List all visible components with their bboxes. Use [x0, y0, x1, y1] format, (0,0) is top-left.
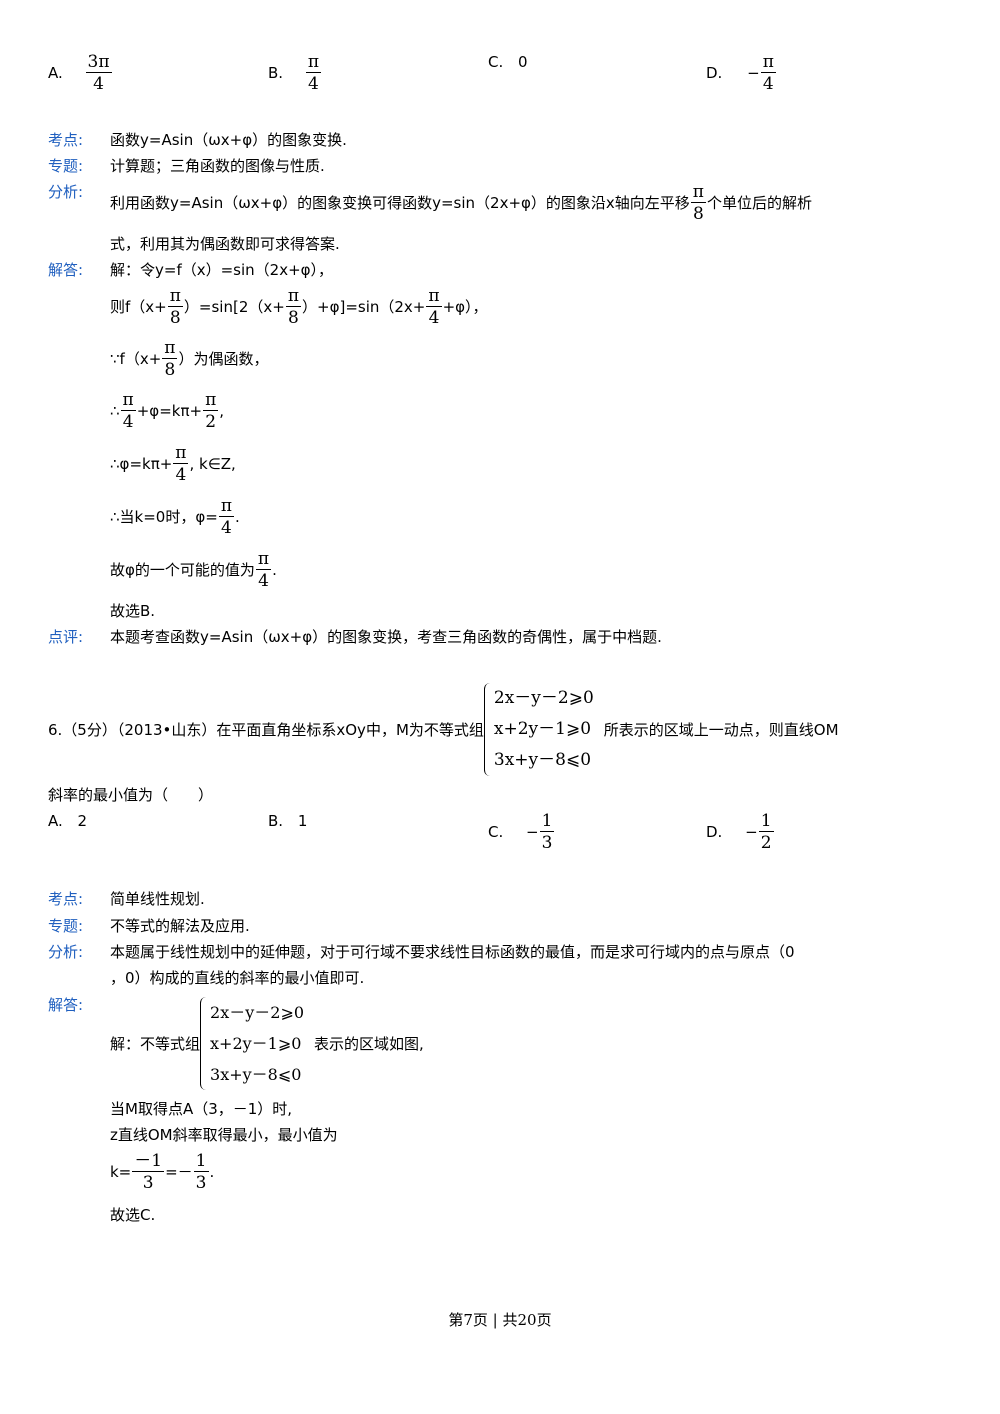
q6-option-b: B. 1	[268, 812, 308, 830]
q5-dianping: 本题考查函数y=Asin（ωx+φ）的图象变换，考查三角函数的奇偶性，属于中档题…	[110, 628, 662, 646]
page-footer: 第7页 | 共20页	[448, 1311, 552, 1329]
q6-stem-line2: 斜率的最小值为（ ）	[48, 786, 214, 804]
q6-fenxi-line2: ，0）构成的直线的斜率的最小值即可.	[110, 969, 365, 987]
q6-fenxi-line1: 本题属于线性规划中的延伸题，对于可行域不要求线性目标函数的最值，而是求可行域内的…	[110, 943, 795, 961]
q6-zhuanti: 不等式的解法及应用.	[110, 917, 250, 935]
q6-jieda-line3: z直线OM斜率取得最小，最小值为	[110, 1126, 338, 1144]
q6-jieda-line5: 故选C.	[110, 1206, 156, 1224]
q6-jieda-label: 解答:	[48, 996, 84, 1014]
q5-kaodian: 函数y=Asin（ωx+φ）的图象变换.	[110, 131, 347, 149]
q6-jieda-line2: 当M取得点A（3，－1）时,	[110, 1100, 293, 1118]
q5-zhuanti-label: 专题:	[48, 157, 84, 175]
q5-dianping-label: 点评:	[48, 628, 84, 646]
q6-kaodian: 简单线性规划.	[110, 890, 205, 908]
q5-option-c: C. 0	[488, 53, 528, 71]
q5-fenxi-line2: 式，利用其为偶函数即可求得答案.	[110, 235, 340, 253]
q5-step-8: 故选B.	[110, 602, 156, 620]
q6-kaodian-label: 考点:	[48, 890, 84, 908]
q5-fenxi-label: 分析:	[48, 183, 84, 201]
q5-kaodian-label: 考点:	[48, 131, 84, 149]
q6-option-a: A. 2	[48, 812, 88, 830]
q5-jieda-label: 解答:	[48, 261, 84, 279]
q5-fenxi-line1: 利用函数y=Asin（ωx+φ）的图象变换可得函数y=sin（2x+φ）的图象沿…	[110, 182, 812, 224]
q6-zhuanti-label: 专题:	[48, 917, 84, 935]
q5-zhuanti: 计算题；三角函数的图像与性质.	[110, 157, 325, 175]
q5-step-1: 解：令y=f（x）=sin（2x+φ），	[110, 261, 334, 279]
q6-fenxi-label: 分析:	[48, 943, 84, 961]
